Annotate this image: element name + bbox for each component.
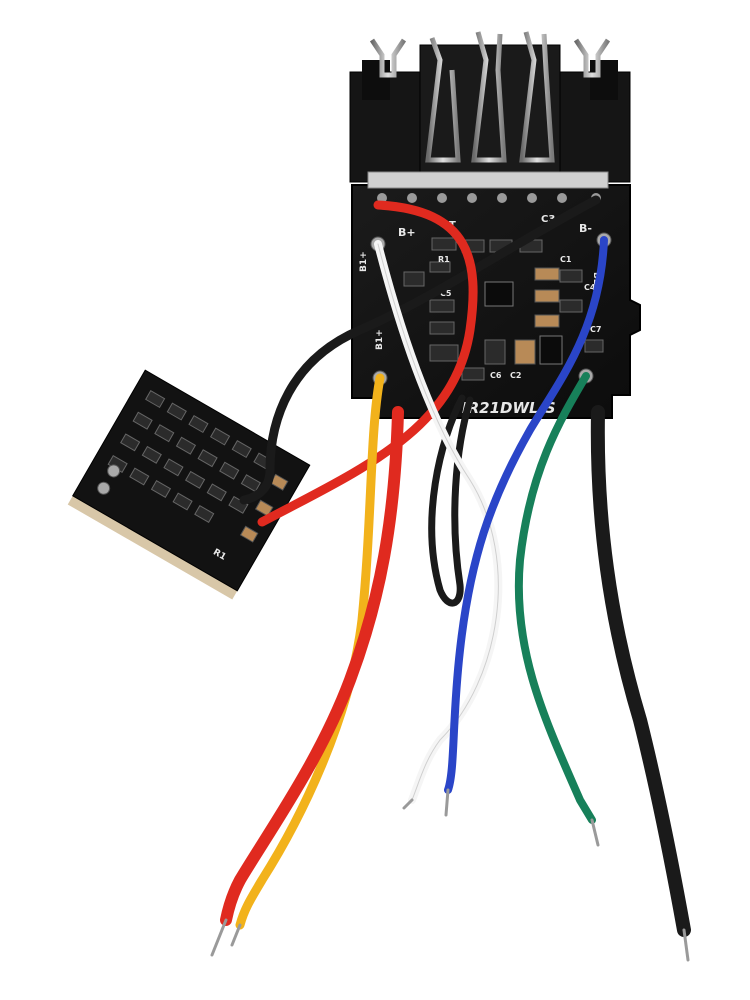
small-pcb: R1 bbox=[67, 369, 311, 600]
wire-tips bbox=[210, 788, 690, 962]
pad-label-c2: C2 bbox=[510, 371, 521, 380]
pad-label-r1: R1 bbox=[438, 255, 450, 264]
blue-wire bbox=[444, 236, 608, 794]
green-wire bbox=[514, 372, 596, 824]
main-pcb bbox=[349, 31, 641, 419]
black-thermistor-wire bbox=[428, 394, 474, 607]
black-jumper-wire bbox=[239, 195, 601, 505]
black-main-wire bbox=[590, 405, 691, 937]
pad-label-c3: C3 bbox=[541, 214, 555, 225]
pad-label-c4: C4 bbox=[584, 283, 596, 292]
pad-label-c6: C6 bbox=[490, 371, 502, 380]
pad-label-c7: C7 bbox=[590, 325, 601, 334]
wires bbox=[220, 195, 691, 937]
pad-label-c5: C5 bbox=[440, 289, 452, 298]
smd-components bbox=[403, 237, 604, 381]
pad-label-b1-plus-lower: B1+ bbox=[375, 329, 385, 350]
pad-label-b-minus: B- bbox=[579, 222, 592, 235]
pad-label-b-plus: B+ bbox=[398, 226, 416, 239]
red-jumper-wire bbox=[257, 200, 478, 527]
battery-terminal-connector bbox=[349, 31, 631, 203]
pad-label-b1-plus: B1+ bbox=[359, 251, 369, 272]
pad-label-c1: C1 bbox=[560, 255, 572, 264]
red-main-wire bbox=[220, 406, 404, 926]
board-model-marking: IR21DWL-S bbox=[462, 399, 556, 417]
